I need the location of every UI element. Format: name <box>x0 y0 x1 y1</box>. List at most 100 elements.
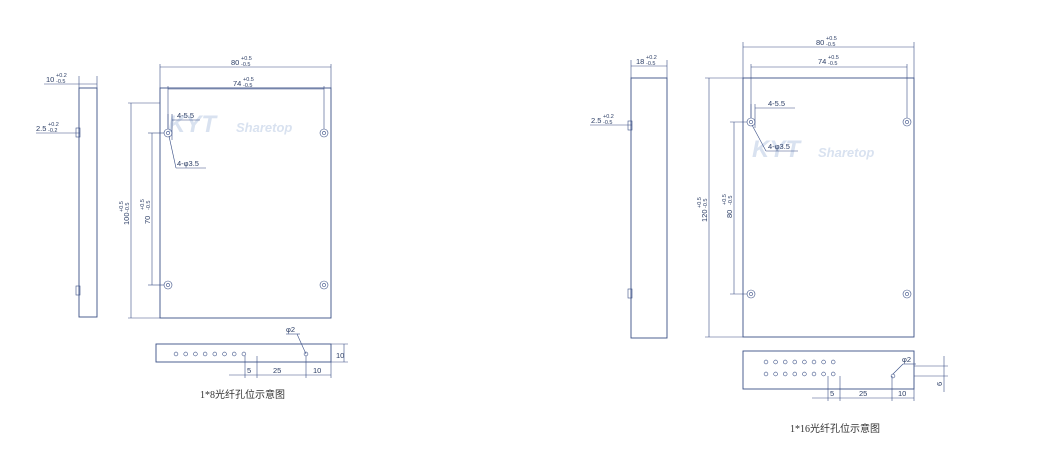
left-watermark-sharetop: Sharetop <box>236 120 292 135</box>
left-height-inner-tol-up: +0.5 <box>140 199 146 210</box>
right-port-h: 6 <box>935 382 944 386</box>
left-height-outer-tol-down: -0.5 <box>125 203 131 212</box>
right-fiber-hole <box>763 359 769 365</box>
left-thickness-tol-up: +0.2 <box>56 73 67 79</box>
left-fiber-ref-hole <box>303 351 309 357</box>
left-side-notch-bottom <box>75 285 81 296</box>
right-fiber-holes <box>763 359 896 379</box>
right-fiber-hole <box>811 371 817 377</box>
right-width-inner-tol-up: +0.5 <box>828 55 839 61</box>
left-width-outer-tol-up: +0.5 <box>241 56 252 62</box>
left-fiber-hole <box>232 351 237 357</box>
right-fiber-dia-leader <box>892 363 904 375</box>
right-hole-dia-label: 4-φ3.5 <box>768 142 790 151</box>
left-mount-hole-br <box>319 280 329 290</box>
right-port-a: 5 <box>830 389 834 398</box>
right-width-outer-tol-up: +0.5 <box>826 36 837 42</box>
left-offset-tol-down: -0.2 <box>48 128 57 134</box>
right-fiber-ref-hole <box>890 373 896 379</box>
left-height-inner-value: 70 <box>143 216 152 224</box>
right-thickness-tol-down: -0.5 <box>646 61 655 67</box>
right-fiber-hole <box>773 359 778 365</box>
left-fiber-hole <box>222 351 227 357</box>
right-fiber-hole <box>821 359 826 365</box>
right-fiber-hole <box>792 359 797 365</box>
left-fiber-hole <box>241 351 247 357</box>
right-fiber-hole <box>792 371 797 377</box>
right-fiber-hole <box>830 359 836 365</box>
right-fiber-hole <box>782 359 788 365</box>
left-height-outer-tol-up: +0.5 <box>119 201 125 212</box>
right-height-outer-value: 120 <box>700 209 709 222</box>
right-port-view <box>742 350 915 390</box>
left-front-view <box>159 87 332 319</box>
right-height-inner-value: 80 <box>725 210 734 218</box>
left-port-c: 10 <box>313 366 321 375</box>
left-fiber-dia-label: φ2 <box>286 325 295 334</box>
left-fiber-hole <box>202 351 208 357</box>
right-fiber-dia-label: φ2 <box>902 355 911 364</box>
left-port-h: 10 <box>336 351 344 360</box>
right-port-b: 25 <box>859 389 867 398</box>
left-width-inner-value: 74 <box>233 79 241 88</box>
left-offset-value: 2.5 <box>36 124 46 133</box>
right-offset-tol-up: +0.2 <box>603 114 614 120</box>
left-port-a: 5 <box>247 366 251 375</box>
left-hole-dia-label: 4-φ3.5 <box>177 159 199 168</box>
right-fiber-hole <box>821 371 826 377</box>
left-offset-tol-up: +0.2 <box>48 122 59 128</box>
right-height-inner-tol-up: +0.5 <box>722 194 728 205</box>
left-height-outer-value: 100 <box>122 212 131 225</box>
left-hole-dia-leader <box>168 135 177 169</box>
right-side-view <box>630 77 668 339</box>
right-mount-hole-br <box>902 289 912 299</box>
right-width-inner-value: 74 <box>818 57 826 66</box>
right-port-c: 10 <box>898 389 906 398</box>
right-width-outer-tol-down: -0.5 <box>826 42 835 48</box>
right-hole-pos-label: 4-5.5 <box>768 99 785 108</box>
right-height-outer-tol-up: +0.5 <box>697 197 703 208</box>
right-offset-tol-down: -0.5 <box>603 120 612 126</box>
left-fiber-holes <box>173 351 309 357</box>
left-watermark-kyt: KYT <box>168 111 218 138</box>
right-hole-dia-leader <box>751 124 767 152</box>
right-height-outer-tol-down: -0.5 <box>703 199 709 208</box>
left-width-inner-tol-down: -0.5 <box>243 83 252 89</box>
left-hole-pos-label: 4-5.5 <box>177 111 194 120</box>
left-fiber-hole <box>173 351 179 357</box>
right-front-view <box>742 77 915 338</box>
left-fiber-hole <box>193 351 198 357</box>
left-mount-hole-bl <box>163 280 173 290</box>
right-side-notch-bottom <box>627 288 633 299</box>
left-mount-hole-tr <box>319 128 329 138</box>
right-thickness-value: 18 <box>636 57 644 66</box>
left-height-inner-tol-down: -0.5 <box>146 201 152 210</box>
left-fiber-hole <box>212 351 218 357</box>
left-width-inner-tol-up: +0.5 <box>243 77 254 83</box>
right-side-notch-top <box>627 120 633 131</box>
left-thickness-tol-down: -0.5 <box>56 79 65 85</box>
right-fiber-hole <box>773 371 778 377</box>
right-offset-value: 2.5 <box>591 116 601 125</box>
left-side-notch-top <box>75 127 81 138</box>
left-fiber-hole <box>183 351 188 357</box>
left-caption: 1*8光纤孔位示意图 <box>200 388 285 401</box>
left-width-outer-value: 80 <box>231 58 239 67</box>
left-thickness-value: 10 <box>46 75 54 84</box>
right-drawing-1x16: KYT Sharetop 18 +0.2 -0.5 2.5 +0.2 -0.5 … <box>590 36 948 435</box>
right-fiber-hole <box>802 371 807 377</box>
right-caption: 1*16光纤孔位示意图 <box>790 422 880 435</box>
left-fiber-dia-leader <box>296 333 307 355</box>
left-side-view <box>78 87 98 318</box>
right-watermark-sharetop: Sharetop <box>818 145 874 160</box>
right-fiber-hole <box>782 371 788 377</box>
left-width-outer-tol-down: -0.5 <box>241 62 250 68</box>
right-height-inner-tol-down: -0.5 <box>728 196 734 205</box>
right-fiber-hole <box>802 359 807 365</box>
right-width-inner-tol-down: -0.5 <box>828 61 837 67</box>
right-mount-hole-tl <box>746 117 756 127</box>
right-width-outer-value: 80 <box>816 38 824 47</box>
right-mount-hole-tr <box>902 117 912 127</box>
